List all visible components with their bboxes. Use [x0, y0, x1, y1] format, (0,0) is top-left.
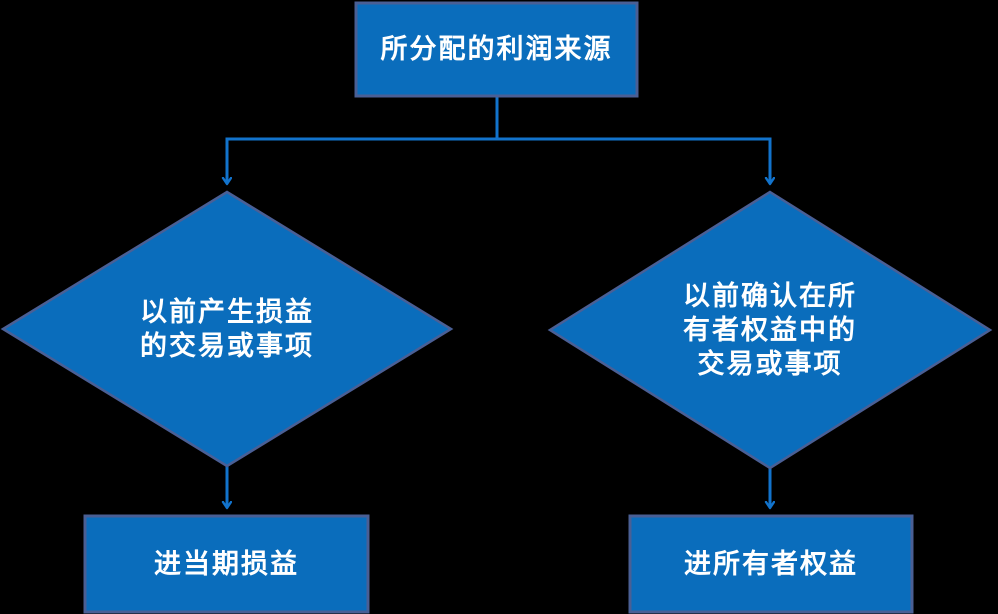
result-left-box [83, 514, 370, 614]
decision-left-diamond [0, 190, 454, 468]
decision-right-diamond [547, 190, 993, 470]
result-right-box [628, 514, 914, 614]
source-box [354, 1, 639, 98]
